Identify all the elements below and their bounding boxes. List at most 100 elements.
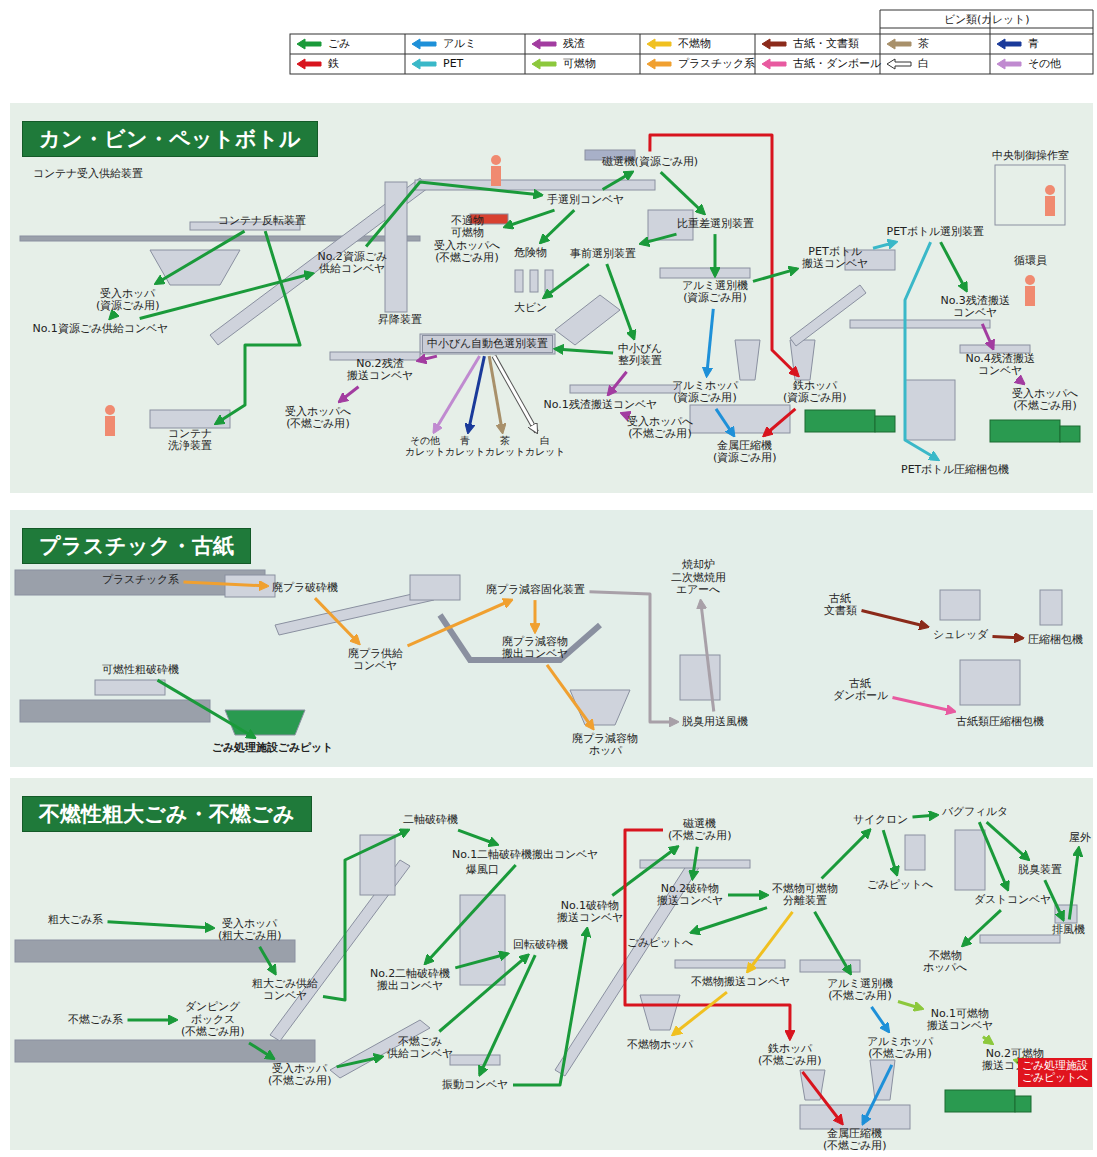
flow-arrow [701, 601, 714, 712]
equipment-label: コンテナ反転装置 [216, 214, 308, 229]
flow-arrow [862, 611, 928, 627]
node-label: アルミ選別機 (不燃ごみ用) [827, 978, 893, 1003]
legend-swatch [411, 58, 437, 70]
equipment-label: PETボトル 搬送コンベヤ [800, 245, 870, 272]
equipment-label: 茶 カレット [483, 435, 527, 459]
flow-arrow [673, 992, 727, 1034]
equipment-label: 古紙 ダンボール [831, 677, 890, 704]
legend-swatch [411, 38, 437, 50]
flow-line [905, 242, 938, 459]
equipment-label: 受入ホッパへ (不燃ごみ用) [625, 415, 695, 442]
flow-arrow [455, 954, 507, 968]
legend-heading: ビン類(カレット) [944, 12, 1030, 27]
flow-arrow [815, 912, 851, 974]
node-label: 爆風口 [466, 864, 499, 877]
flow-arrow [544, 264, 589, 297]
legend-text: PET [443, 57, 463, 70]
flow-line [608, 372, 626, 395]
flow-line [863, 1065, 892, 1124]
node-label: 二軸破砕機 [403, 814, 458, 827]
legend-text: その他 [1028, 57, 1061, 70]
legend-item: PET [411, 55, 463, 73]
flow-arrow [983, 1037, 992, 1044]
node-label: ダンピング ボックス (不燃ごみ用) [181, 1001, 245, 1039]
node-label: 事前選別装置 [570, 248, 636, 261]
flow-line [455, 954, 507, 968]
flow-arrow [641, 234, 677, 244]
node-label: ごみピットへ [867, 879, 933, 892]
equipment-label: ダンピング ボックス (不燃ごみ用) [179, 1000, 247, 1040]
node-label: 廃プラ供給 コンベヤ [348, 648, 403, 673]
equipment-label: 廃プラ破砕機 [270, 581, 340, 596]
node-label: 比重差選別装置 [677, 218, 754, 231]
node-label: コンテナ 洗浄装置 [168, 428, 212, 453]
flow-arrow [941, 242, 967, 290]
flow-line [872, 1007, 889, 1032]
flow-line [128, 1018, 177, 1021]
equipment-label: 磁選機 (不燃ごみ用) [666, 817, 734, 844]
node-label: 受入ホッパ (資源ごみ用) [96, 288, 160, 313]
flow-arrow [260, 947, 276, 974]
flow-line [822, 830, 870, 878]
node-label: No.1残渣搬送コンベヤ [544, 399, 657, 412]
node-label: 白 カレット [525, 436, 565, 458]
legend-swatch [531, 58, 557, 70]
node-label: シュレッダ [933, 629, 988, 642]
legend-swatch [996, 58, 1022, 70]
equipment-label: 鉄ホッパ (不燃ごみ用) [756, 1042, 824, 1069]
node-label: 圧縮梱包機 [1028, 634, 1083, 647]
flow-line [366, 182, 541, 247]
node-label: サイクロン [853, 814, 908, 827]
equipment-label: 廃プラ供給 コンベヤ [346, 647, 405, 674]
flow-arrow [434, 356, 480, 432]
equipment-label: 粗大ごみ系 [46, 913, 105, 928]
equipment-label: No.2破砕物 搬送コンベヤ [655, 882, 725, 909]
node-label: No.1可燃物 搬送コンベヤ [927, 1008, 993, 1033]
flow-arrow [315, 598, 359, 643]
equipment-label: 金属圧縮機 (資源ごみ用) [711, 439, 779, 466]
flow-arrow [863, 1065, 892, 1124]
equipment-label: No.1資源ごみ供給コンベヤ [31, 322, 170, 337]
flow-line [862, 611, 928, 627]
equipment-label: 不適物 可燃物 受入ホッパへ (不燃ごみ用) [432, 214, 502, 267]
flow-arrow [337, 1057, 382, 1067]
flow-line [260, 947, 276, 974]
equipment-label: アルミホッパ (不燃ごみ用) [865, 1035, 935, 1062]
flow-line [707, 309, 714, 376]
node-label: 不燃物可燃物 分離装置 [772, 883, 838, 908]
flow-line [701, 601, 714, 712]
node-label: 廃プラ減容物 搬出コンベヤ [502, 636, 568, 661]
node-label: ごみピットへ [627, 937, 693, 950]
flow-arrow [468, 356, 484, 432]
equipment-label: PETボトル圧縮梱包機 [899, 463, 1011, 478]
flow-arrow [873, 242, 896, 248]
node-label: 中小びん自動色選別装置 [427, 338, 548, 351]
equipment-label: 鉄ホッパ (資源ごみ用) [781, 379, 849, 406]
flow-line [898, 1002, 922, 1009]
node-label: 不適物 可燃物 受入ホッパへ (不燃ごみ用) [434, 215, 500, 266]
flow-arrow [505, 210, 555, 227]
equipment-label: コンテナ受入供給装置 [31, 167, 145, 182]
equipment-label: 不燃物搬送コンベヤ [689, 975, 792, 990]
node-label: 焼却炉 二次燃焼用 エアーへ [671, 559, 726, 597]
legend-swatch [296, 38, 322, 50]
flow-line [158, 680, 255, 737]
flow-arrow [872, 1007, 889, 1032]
flow-line [216, 231, 300, 423]
annotation: 中央制御操作室 [992, 148, 1069, 163]
node-label: 昇降装置 [378, 314, 422, 327]
flow-line [641, 234, 677, 244]
node-label: 受入ホッパへ (不燃ごみ用) [285, 406, 351, 431]
node-label: No.2残渣 搬送コンベヤ [347, 358, 413, 383]
flow-line [728, 894, 767, 897]
node-label: コンテナ反転装置 [218, 215, 306, 228]
node-label: 不燃物 ホッパへ [923, 950, 967, 975]
node-label: 廃プラ減容固化装置 [486, 584, 585, 597]
equipment-label: 中小びん自動色選別装置 [422, 335, 553, 354]
node-label: No.1資源ごみ供給コンベヤ [33, 323, 168, 336]
equipment-label: 中小びん 整列装置 [616, 342, 664, 369]
node-label: 茶 カレット [485, 436, 525, 458]
equipment-label: 粗大ごみ供給 コンベヤ [250, 977, 320, 1004]
note-box: ごみ処理施設 ごみピットへ [1018, 1058, 1092, 1087]
